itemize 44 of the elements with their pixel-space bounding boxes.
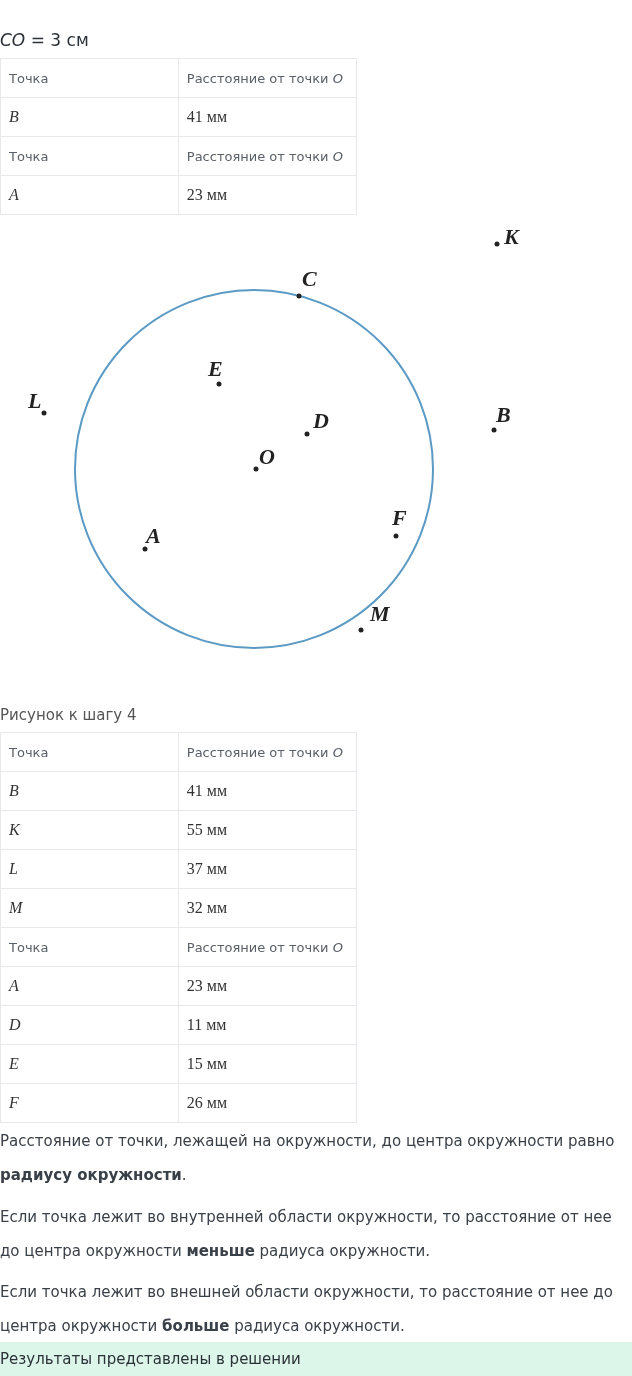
table-cell: 23 мм [178,175,357,215]
table-cell: 37 мм [178,849,357,889]
point-label: B [496,404,511,426]
point-label: C [302,268,317,290]
header-cell: Точка [0,732,179,772]
table-cell: A [0,175,179,215]
table-cell: M [0,888,179,928]
table-cell: L [0,849,179,889]
table-cell: F [0,1083,179,1123]
header-cell: Расстояние от точки O [178,927,357,967]
table-cell: 55 мм [178,810,357,850]
table-cell: K [0,810,179,850]
point-label: L [28,390,42,412]
table-cell: 26 мм [178,1083,357,1123]
table-cell: 32 мм [178,888,357,928]
figure-caption: Рисунок к шагу 4 [0,706,137,724]
point-label: F [392,507,407,529]
point-label: O [259,446,275,468]
paragraph-text: Если точка лежит во внутренней области окружности, то расстояние от нее до центра окружности меньше радиуса окружности. [0,1207,613,1262]
point-label: E [208,358,223,380]
table-cell: 23 мм [178,966,357,1006]
header-cell: Точка [0,927,179,967]
formula-heading: CO = 3 см [0,30,89,50]
table-cell: A [0,966,179,1006]
result-banner: Результаты представлены в решении [0,1342,632,1376]
table-cell: 15 мм [178,1044,357,1084]
point-label: K [504,226,519,248]
header-cell: Точка [0,136,179,176]
point-label: D [313,410,329,432]
table-cell: E [0,1044,179,1084]
header-cell: Расстояние от точки O [178,58,357,98]
header-cell: Расстояние от точки O [178,136,357,176]
point-label: A [146,525,161,547]
table-cell: 41 мм [178,771,357,811]
paragraph-text: Если точка лежит во внешней области окружности, то расстояние от нее до центра окружности больше радиуса окружности. [0,1282,614,1337]
table-cell: B [0,771,179,811]
header-cell: Точка [0,58,179,98]
table-cell: 11 мм [178,1005,357,1045]
point-label: M [370,603,390,625]
paragraph-text: Расстояние от точки, лежащей на окружности, до центра окружности равно радиусу окружности. [0,1131,616,1186]
table-cell: 41 мм [178,97,357,137]
header-cell: Расстояние от точки O [178,732,357,772]
table-cell: D [0,1005,179,1045]
table-cell: B [0,97,179,137]
